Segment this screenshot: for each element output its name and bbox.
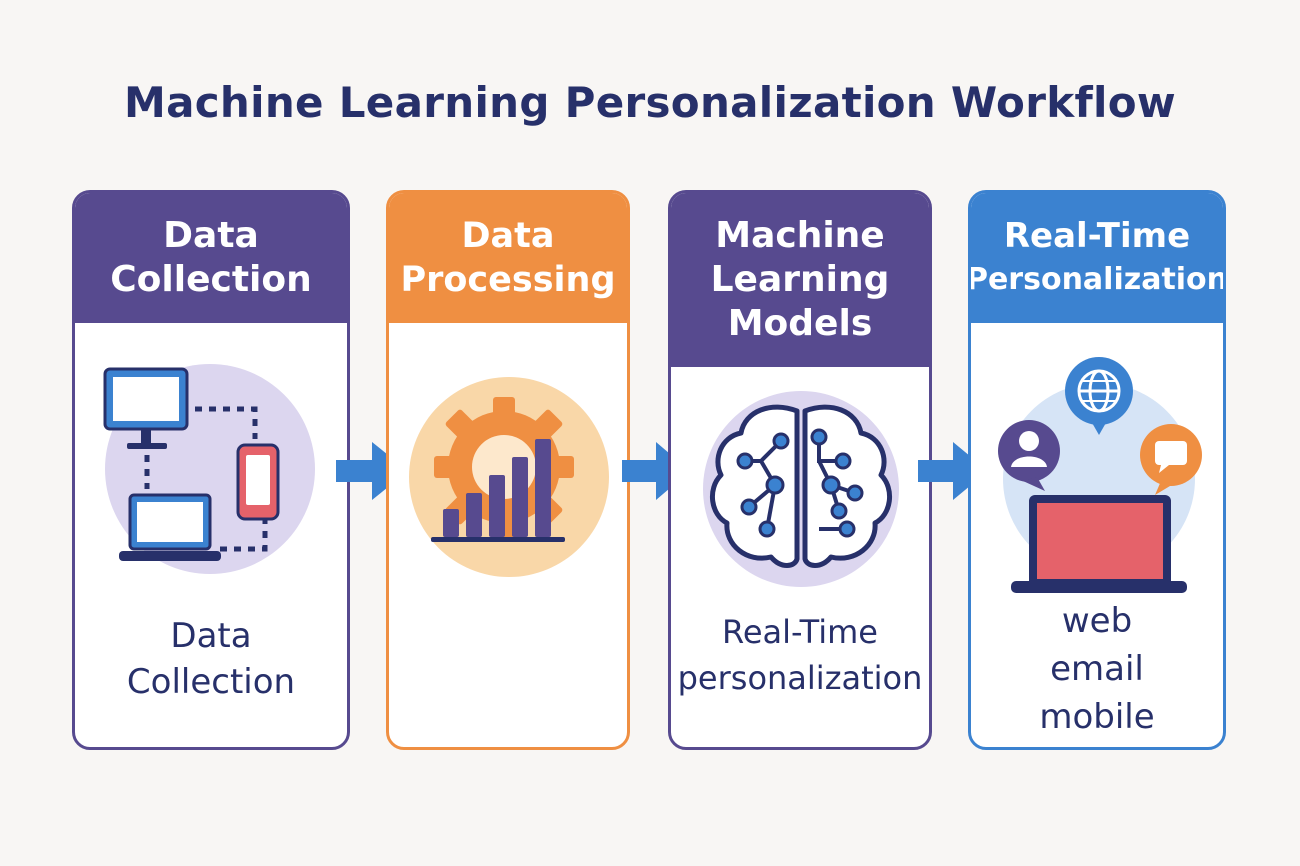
user-avatar-icon <box>998 420 1060 491</box>
stage-footer: Real-Time personalization <box>671 609 929 701</box>
footer-line: personalization <box>677 659 923 697</box>
header-line: Personalization <box>968 262 1226 297</box>
stage-header: Data Processing <box>389 193 627 323</box>
stage-data-collection: Data Collection Data Collection <box>72 190 350 750</box>
stage-header: Data Collection <box>75 193 347 323</box>
header-line: Learning <box>710 259 890 300</box>
stage-header: Machine Learning Models <box>671 193 929 367</box>
globe-icon <box>1065 357 1133 435</box>
footer-line: email <box>1050 649 1144 689</box>
header-line: Models <box>727 303 873 344</box>
stage-footer: web email mobile <box>971 597 1223 741</box>
stage-footer: Data Collection <box>75 613 347 705</box>
header-line: Data <box>461 216 555 256</box>
stage-machine-learning-models: Machine Learning Models <box>668 190 932 750</box>
chat-bubble-icon <box>1140 424 1202 495</box>
stage-real-time-personalization: Real-Time Personalization <box>968 190 1226 750</box>
footer-line: Data <box>170 616 252 656</box>
stage-data-processing: Data Processing <box>386 190 630 750</box>
footer-line: mobile <box>1039 697 1155 737</box>
diagram-title: Machine Learning Personalization Workflo… <box>124 78 1176 127</box>
header-line: Data <box>163 215 259 256</box>
stage-header: Real-Time Personalization <box>971 193 1223 323</box>
footer-line: Collection <box>126 662 296 702</box>
footer-line: Real-Time <box>722 613 878 651</box>
gear-bar-chart-icon <box>409 377 609 577</box>
devices-network-icon <box>103 364 315 574</box>
header-line: Real-Time <box>1003 216 1191 256</box>
header-line: Processing <box>400 260 616 300</box>
header-line: Machine <box>715 215 885 256</box>
footer-line: web <box>1061 601 1133 641</box>
header-line: Collection <box>110 259 312 300</box>
brain-network-icon <box>703 391 899 587</box>
laptop-channels-icon <box>998 357 1202 593</box>
